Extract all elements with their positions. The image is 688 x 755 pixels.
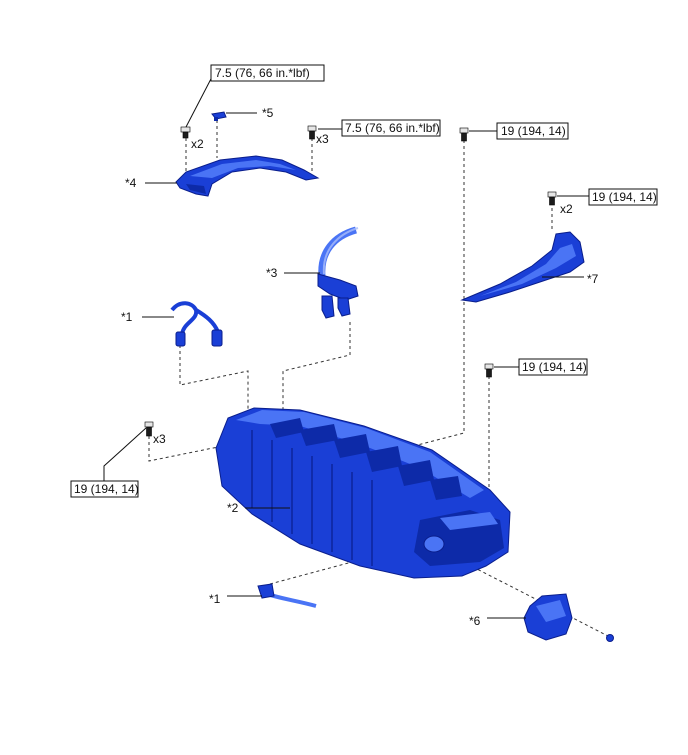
bolt-icon-top-mid bbox=[307, 125, 317, 140]
cable-part-3 bbox=[317, 226, 359, 319]
torque-label-top-mid: 7.5 (76, 66 in.*lbf) bbox=[318, 119, 441, 137]
callout-part-6: *6 bbox=[469, 614, 526, 628]
svg-text:*3: *3 bbox=[266, 266, 278, 280]
svg-text:19 (194, 14): 19 (194, 14) bbox=[501, 124, 566, 138]
torque-label-right-mid: 19 (194, 14) bbox=[494, 358, 588, 376]
callout-part-7: *7 bbox=[542, 272, 599, 286]
svg-text:19 (194, 14): 19 (194, 14) bbox=[592, 190, 657, 204]
svg-text:7.5 (76, 66 in.*lbf): 7.5 (76, 66 in.*lbf) bbox=[345, 121, 440, 135]
torque-label-left-low: 19 (194, 14) bbox=[70, 427, 147, 498]
svg-text:*1: *1 bbox=[121, 310, 133, 324]
clip-part-5 bbox=[211, 111, 227, 121]
callout-part-4: *4 bbox=[125, 176, 177, 190]
svg-text:*5: *5 bbox=[262, 106, 274, 120]
svg-text:*2: *2 bbox=[227, 501, 239, 515]
battery-ribs bbox=[270, 418, 462, 500]
bolt-icon-top-left bbox=[180, 126, 191, 139]
callout-part-1-lower: *1 bbox=[209, 592, 262, 606]
svg-text:*6: *6 bbox=[469, 614, 481, 628]
battery-assembly-part-2 bbox=[215, 407, 511, 579]
callout-part-3: *3 bbox=[266, 266, 320, 280]
torque-label-top-left: 7.5 (76, 66 in.*lbf) bbox=[185, 64, 325, 128]
svg-text:*7: *7 bbox=[587, 272, 599, 286]
quantity-label: x2 bbox=[560, 202, 573, 216]
wire-harness-part-1-upper bbox=[170, 301, 223, 347]
bolt-icon-right-mid bbox=[484, 363, 494, 378]
svg-text:19 (194, 14): 19 (194, 14) bbox=[74, 482, 139, 496]
quantity-label: x2 bbox=[191, 137, 204, 151]
wire-part-1-lower bbox=[257, 583, 317, 608]
bolt-icon-left-low bbox=[144, 421, 154, 437]
bracket-part-7 bbox=[460, 231, 585, 303]
torque-label-top-right: 19 (194, 14) bbox=[469, 122, 569, 140]
nut-icon bbox=[606, 634, 614, 642]
callout-part-5: *5 bbox=[226, 106, 274, 120]
callout-part-1-upper: *1 bbox=[121, 310, 174, 324]
callout-part-2: *2 bbox=[227, 501, 290, 515]
quantity-label: x3 bbox=[153, 432, 166, 446]
svg-text:*1: *1 bbox=[209, 592, 221, 606]
svg-text:*4: *4 bbox=[125, 176, 137, 190]
bracket-part-4 bbox=[175, 155, 320, 197]
quantity-label: x3 bbox=[316, 132, 329, 146]
cover-part-6 bbox=[523, 593, 573, 641]
svg-text:7.5 (76, 66 in.*lbf): 7.5 (76, 66 in.*lbf) bbox=[215, 66, 310, 80]
bolt-icon-right-arm bbox=[547, 191, 557, 206]
torque-label-right-arm: 19 (194, 14) bbox=[557, 188, 658, 206]
svg-text:19 (194, 14): 19 (194, 14) bbox=[522, 360, 587, 374]
assembly-guide-lines bbox=[148, 120, 609, 637]
bolt-icon-top-right bbox=[459, 127, 469, 142]
